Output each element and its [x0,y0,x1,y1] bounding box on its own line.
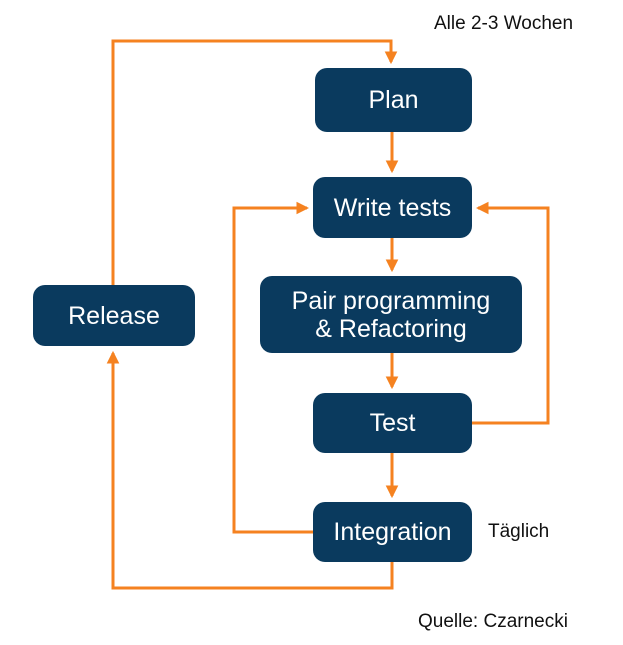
node-release[interactable]: Release [33,285,195,346]
node-pair-programming-refactoring[interactable]: Pair programming & Refactoring [260,276,522,353]
edge-integration-to-write-tests-loop [232,201,313,534]
source-caption: Quelle: Czarnecki [418,611,568,632]
daily-cadence-caption: Täglich [488,521,550,542]
node-integration[interactable]: Integration [313,502,472,562]
node-plan[interactable]: Plan [315,68,472,132]
node-write-tests[interactable]: Write tests [313,177,472,238]
iteration-cadence-caption: Alle 2-3 Wochen [434,13,574,34]
node-test[interactable]: Test [313,393,472,453]
